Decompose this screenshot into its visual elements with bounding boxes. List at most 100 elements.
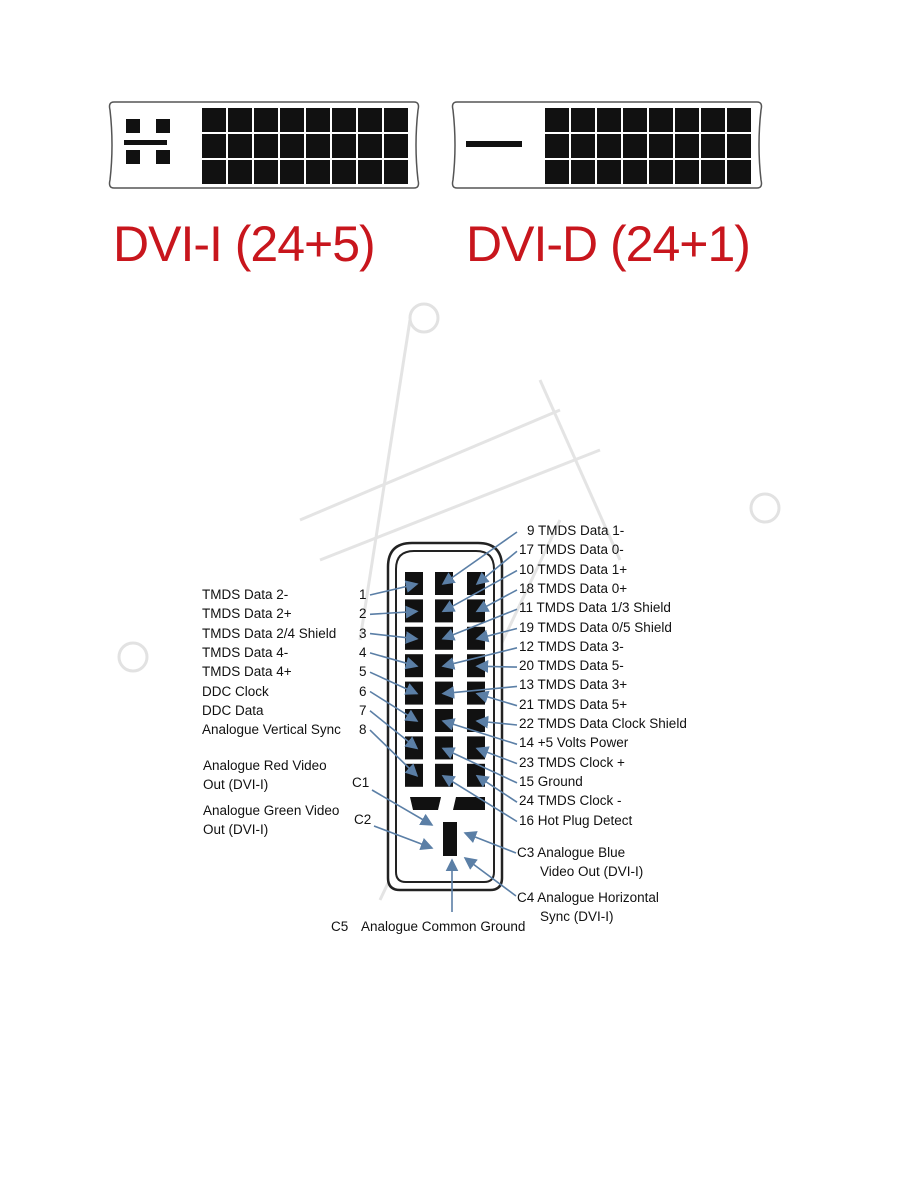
arrow-pin-23	[475, 746, 518, 765]
pin-19	[467, 626, 485, 650]
dvi-i-analog-pin	[126, 150, 140, 164]
arrow-pin-c4	[463, 857, 517, 897]
left-pin-label: TMDS Data 2-	[202, 587, 289, 602]
dvi-i-digital-pin	[332, 134, 356, 158]
pin-1	[405, 572, 423, 595]
dvi-d-digital-pin	[727, 134, 751, 158]
dvi-i-analog-pin	[126, 119, 140, 133]
arrow-pin-21	[475, 690, 518, 707]
dvi-d-digital-pin	[623, 108, 647, 132]
dvi-d-digital-pin	[675, 160, 699, 184]
arrow-pin-19	[475, 627, 518, 643]
dvi-d-digital-pin	[649, 160, 673, 184]
c2-pin-number: C2	[354, 812, 372, 827]
arrow-pin-2	[369, 605, 419, 619]
dvi-i-title: DVI-I (24+5)	[113, 216, 376, 272]
watermark-circle	[749, 492, 781, 524]
pin-6	[405, 709, 423, 732]
dvi-d-digital-pin	[727, 108, 751, 132]
arrow-pin-20	[475, 660, 518, 673]
watermark-circle	[117, 641, 149, 673]
dvi-d-digital-pin	[597, 134, 621, 158]
left-pin-number: 8	[359, 722, 367, 738]
c4-label-line2: Sync (DVI-I)	[540, 909, 614, 924]
dvi-i-digital-pin	[384, 108, 408, 132]
dvi-i-digital-pin	[254, 134, 278, 158]
dvi-d-digital-pin	[571, 160, 595, 184]
arrow-pin-6	[369, 690, 419, 722]
left-pin-label: TMDS Data 2/4 Shield	[202, 625, 337, 641]
pin-23	[467, 736, 485, 760]
dvi-d-digital-pin	[545, 108, 569, 132]
dvi-i-digital-pin	[358, 160, 382, 184]
dvi-d-digital-pin	[597, 108, 621, 132]
right-pin-label: 19 TMDS Data 0/5 Shield	[519, 619, 672, 635]
right-pin-label: 15 Ground	[519, 773, 583, 789]
ground-blade-left	[410, 797, 441, 810]
dvi-d-digital-pin	[701, 160, 725, 184]
left-pin-number: 4	[359, 644, 367, 660]
arrow-pin-4	[369, 652, 419, 670]
left-pin-label: Analogue Vertical Sync	[202, 722, 341, 738]
dvi-d-digital-pin	[701, 108, 725, 132]
dvi-d-ground-blade	[466, 141, 522, 147]
dvi-d-digital-pin	[571, 134, 595, 158]
right-pin-label: 14 +5 Volts Power	[519, 735, 629, 751]
pin-21	[467, 681, 485, 705]
arrow-pin-12	[441, 647, 518, 670]
watermark-stroke	[299, 408, 561, 522]
dvi-i-digital-pin	[202, 160, 226, 184]
connector-inner-shell	[395, 550, 495, 883]
dvi-d-digital-pin	[623, 134, 647, 158]
dvi-i-digital-pin	[332, 108, 356, 132]
left-pin-label: TMDS Data 4-	[202, 644, 289, 660]
left-pin-number: 3	[359, 625, 367, 641]
dvi-i-digital-pin	[280, 160, 304, 184]
arrow-pin-16	[441, 774, 518, 823]
c1-label-line1: Analogue Red Video	[203, 758, 327, 773]
right-pin-label: 11 TMDS Data 1/3 Shield	[519, 600, 671, 616]
left-pin-label: DDC Clock	[202, 683, 269, 699]
dvi-i-digital-pin	[254, 160, 278, 184]
c3-label-line2: Video Out (DVI-I)	[540, 864, 644, 879]
dvi-i-digital-pin	[254, 108, 278, 132]
dvi-i-digital-pin	[306, 108, 330, 132]
dvi-d-digital-pin	[701, 134, 725, 158]
pin-22	[467, 709, 485, 732]
arrow-pin-3	[369, 631, 419, 644]
c3-label-line1: C3 Analogue Blue	[517, 845, 626, 860]
dvi-d-title: DVI-D (24+1)	[466, 216, 751, 272]
dvi-i-analog-pin	[156, 119, 170, 133]
dvi-d-digital-pin	[675, 108, 699, 132]
arrow-pin-10	[441, 569, 518, 613]
arrow-pin-8	[369, 729, 419, 777]
dvi-i-digital-pin	[384, 134, 408, 158]
left-pin-number: 1	[359, 587, 367, 602]
right-pin-label: 18 TMDS Data 0+	[519, 580, 628, 596]
dvi-i-digital-pin	[228, 134, 252, 158]
c2-label-line1: Analogue Green Video	[203, 803, 340, 818]
left-pin-number: 7	[359, 702, 367, 718]
watermark-stroke	[358, 319, 412, 641]
dvi-d-digital-pin	[545, 134, 569, 158]
ground-blade-right	[453, 797, 485, 810]
left-pin-number: 2	[359, 606, 367, 622]
arrow-pin-24	[475, 774, 518, 803]
arrow-pin-18	[475, 589, 518, 613]
dvi-i-ground-blade	[124, 140, 167, 145]
left-pin-label: TMDS Data 2+	[202, 606, 292, 622]
right-pin-label: 10 TMDS Data 1+	[519, 561, 628, 577]
arrow-pin-5	[369, 671, 419, 695]
right-pin-label: 24 TMDS Clock -	[519, 793, 622, 809]
c5-pin-number: C5	[331, 919, 349, 934]
dvi-i-digital-pin	[358, 108, 382, 132]
pin-17	[467, 572, 485, 595]
right-pin-label: 12 TMDS Data 3-	[519, 638, 624, 654]
dvi-i-digital-pin	[202, 108, 226, 132]
dvi-d-digital-pin	[545, 160, 569, 184]
pin-7	[405, 736, 423, 760]
c5-label: Analogue Common Ground	[361, 919, 526, 934]
arrow-pin-17	[475, 550, 518, 586]
